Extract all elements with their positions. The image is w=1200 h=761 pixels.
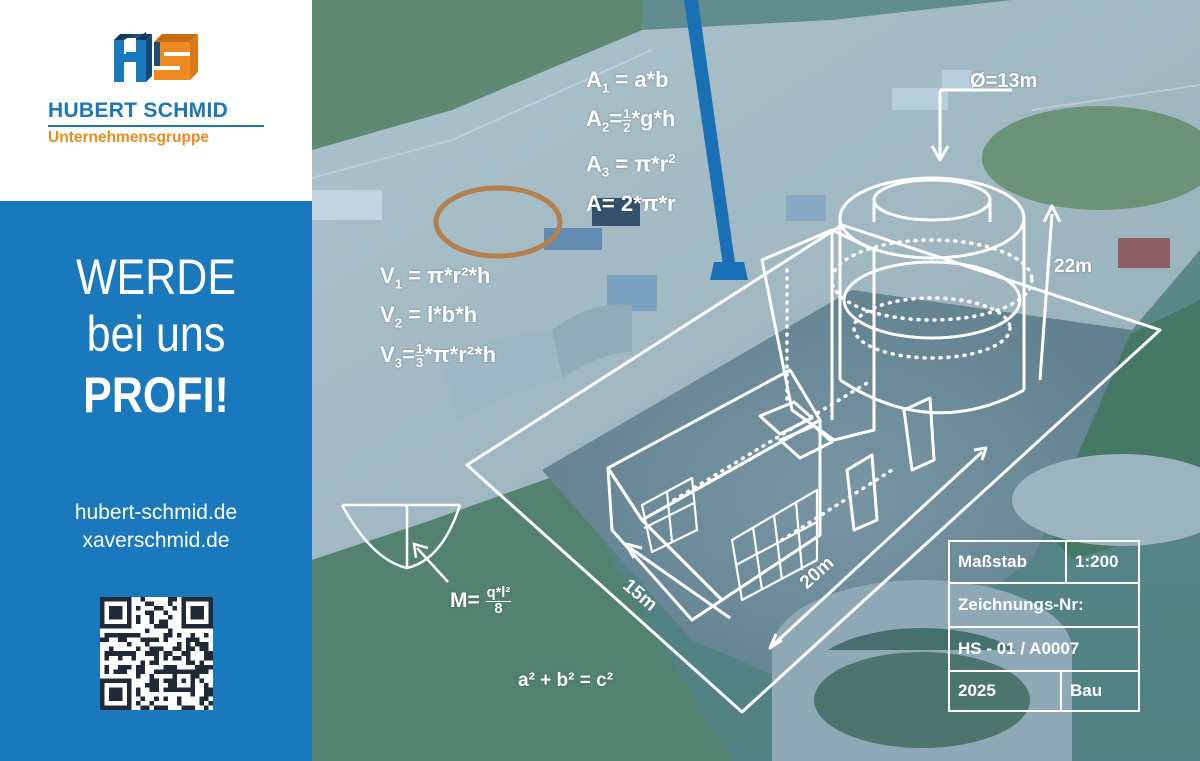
headline-line-1: WERDE <box>75 249 237 305</box>
formula-a3: A3 = π*r2 <box>586 150 676 180</box>
headline-line-2: bei uns <box>86 306 226 362</box>
category-value: Bau <box>1060 672 1138 710</box>
title-block-scale-row: Maßstab 1:200 <box>950 542 1138 584</box>
site-photo-illustration <box>312 0 1200 761</box>
formula-a1: A1 = a*b <box>586 67 669 96</box>
formula-v2: V2 = l*b*h <box>380 302 478 331</box>
scale-label: Maßstab <box>958 552 1027 571</box>
formula-v1: V1 = π*r²*h <box>380 263 491 292</box>
drawing-title-block: Maßstab 1:200 Zeichnungs-Nr: HS - 01 / A… <box>948 540 1140 712</box>
brand-name: HUBERT SCHMID <box>48 99 229 122</box>
scale-value: 1:200 <box>1065 542 1138 582</box>
headline-line-3: PROFI! <box>83 367 229 423</box>
hubert-schmid-logo-icon <box>114 32 198 82</box>
website-link-xaverschmid[interactable]: xaverschmid.de <box>82 529 230 552</box>
logo-area: HUBERT SCHMID Unternehmensgruppe <box>0 0 312 201</box>
height-label: 22m <box>1054 256 1093 277</box>
formula-a4: A= 2*π*r <box>586 190 676 216</box>
title-block-drawing-label-row: Zeichnungs-Nr: <box>950 584 1138 628</box>
website-link-hubert-schmid[interactable]: hubert-schmid.de <box>74 501 238 524</box>
drawing-number-label: Zeichnungs-Nr: <box>958 595 1084 614</box>
brand-subtitle: Unternehmensgruppe <box>48 129 210 146</box>
qr-code-icon[interactable] <box>100 597 213 710</box>
drawing-number-value: HS - 01 / A0007 <box>958 639 1080 658</box>
left-panel: HUBERT SCHMID Unternehmensgruppe WERDE b… <box>0 0 312 761</box>
title-block-year-row: 2025 Bau <box>950 672 1138 710</box>
recruitment-panel: WERDE bei uns PROFI! hubert-schmid.de xa… <box>0 201 312 761</box>
headline: WERDE bei uns PROFI! <box>0 249 312 427</box>
brand-divider <box>48 125 264 127</box>
title-block-drawing-number-row: HS - 01 / A0007 <box>950 628 1138 672</box>
diameter-label: Ø=13m <box>970 70 1038 92</box>
moment-diagram <box>340 503 462 583</box>
pythagoras-formula: a² + b² = c² <box>518 670 614 691</box>
year-value: 2025 <box>958 681 996 700</box>
